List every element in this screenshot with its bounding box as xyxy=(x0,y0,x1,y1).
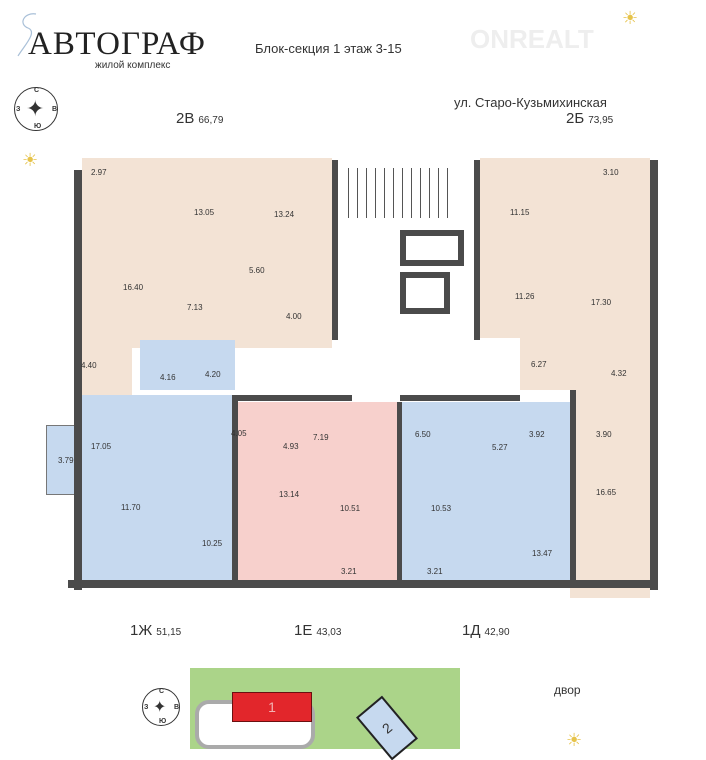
room-area: 3.90 xyxy=(596,430,612,439)
room-area: 4.40 xyxy=(81,361,97,370)
compass-west: З xyxy=(16,106,21,113)
room-area: 10.51 xyxy=(340,504,361,513)
compass-west: З xyxy=(144,704,149,711)
room-area: 6.50 xyxy=(415,430,431,439)
floor-plan xyxy=(40,140,680,605)
room-area: 5.60 xyxy=(249,266,265,275)
compass-south: Ю xyxy=(159,718,167,725)
watermark: ONREALT xyxy=(470,24,594,54)
elevator xyxy=(400,230,464,266)
section-title: Блок-секция 1 этаж 3-15 xyxy=(255,41,402,56)
room-area: 2.97 xyxy=(91,168,107,177)
room-area: 13.05 xyxy=(194,208,215,217)
building-1: 1 xyxy=(232,692,312,722)
compass-icon: С Ю З В ✦ xyxy=(14,87,58,131)
room-area: 17.05 xyxy=(91,442,112,451)
yard-label: двор xyxy=(554,683,581,697)
logo-swirl xyxy=(17,13,37,57)
sunrise-icon: ☀ xyxy=(22,150,39,170)
room-area: 11.70 xyxy=(121,503,141,512)
room-area: 13.47 xyxy=(532,549,553,558)
room-area: 11.15 xyxy=(510,208,530,217)
compass-north: С xyxy=(34,87,40,94)
apartment-1e[interactable] xyxy=(237,402,397,580)
street-label: ул. Старо-Кузьмихинская xyxy=(454,95,607,110)
compass-east: В xyxy=(174,704,180,711)
room-area: 4.20 xyxy=(205,370,221,379)
apartment-1d[interactable] xyxy=(402,402,570,580)
room-area: 13.14 xyxy=(279,490,300,499)
room-area: 3.21 xyxy=(341,567,357,576)
room-area: 11.26 xyxy=(515,292,535,301)
room-area: 16.65 xyxy=(596,488,617,497)
room-area: 4.32 xyxy=(611,369,627,378)
room-area: 4.16 xyxy=(160,373,176,382)
room-area: 3.79 xyxy=(58,456,74,465)
sunrise-icon: ☀ xyxy=(622,8,639,28)
compass-east: В xyxy=(52,106,58,113)
room-area: 6.27 xyxy=(531,360,547,369)
apartment-1zh[interactable] xyxy=(80,395,232,580)
room-area: 13.24 xyxy=(274,210,295,219)
apartment-2b[interactable] xyxy=(480,158,570,338)
room-area: 16.40 xyxy=(123,283,144,292)
room-area: 3.10 xyxy=(603,168,619,177)
room-area: 3.21 xyxy=(427,567,443,576)
logo: АВТОГРАФ xyxy=(28,26,206,62)
room-area: 17.30 xyxy=(591,298,612,307)
elevator xyxy=(400,272,450,314)
room-area: 5.27 xyxy=(492,443,508,452)
logo-subtitle: жилой комплекс xyxy=(95,60,171,71)
room-area: 4.00 xyxy=(286,312,302,321)
sunrise-icon: ☀ xyxy=(566,730,583,750)
room-area: 4.93 xyxy=(283,442,299,451)
stairs xyxy=(340,168,450,218)
apartment-2v[interactable] xyxy=(82,158,332,348)
compass-icon-small: С Ю З В ✦ xyxy=(142,688,180,726)
room-area: 4.05 xyxy=(231,429,247,438)
compass-north: С xyxy=(159,688,165,695)
compass-south: Ю xyxy=(34,123,42,130)
room-area: 3.92 xyxy=(529,430,545,439)
room-area: 7.19 xyxy=(313,433,329,442)
room-area: 10.25 xyxy=(202,539,223,548)
room-area: 7.13 xyxy=(187,303,203,312)
room-area: 10.53 xyxy=(431,504,452,513)
